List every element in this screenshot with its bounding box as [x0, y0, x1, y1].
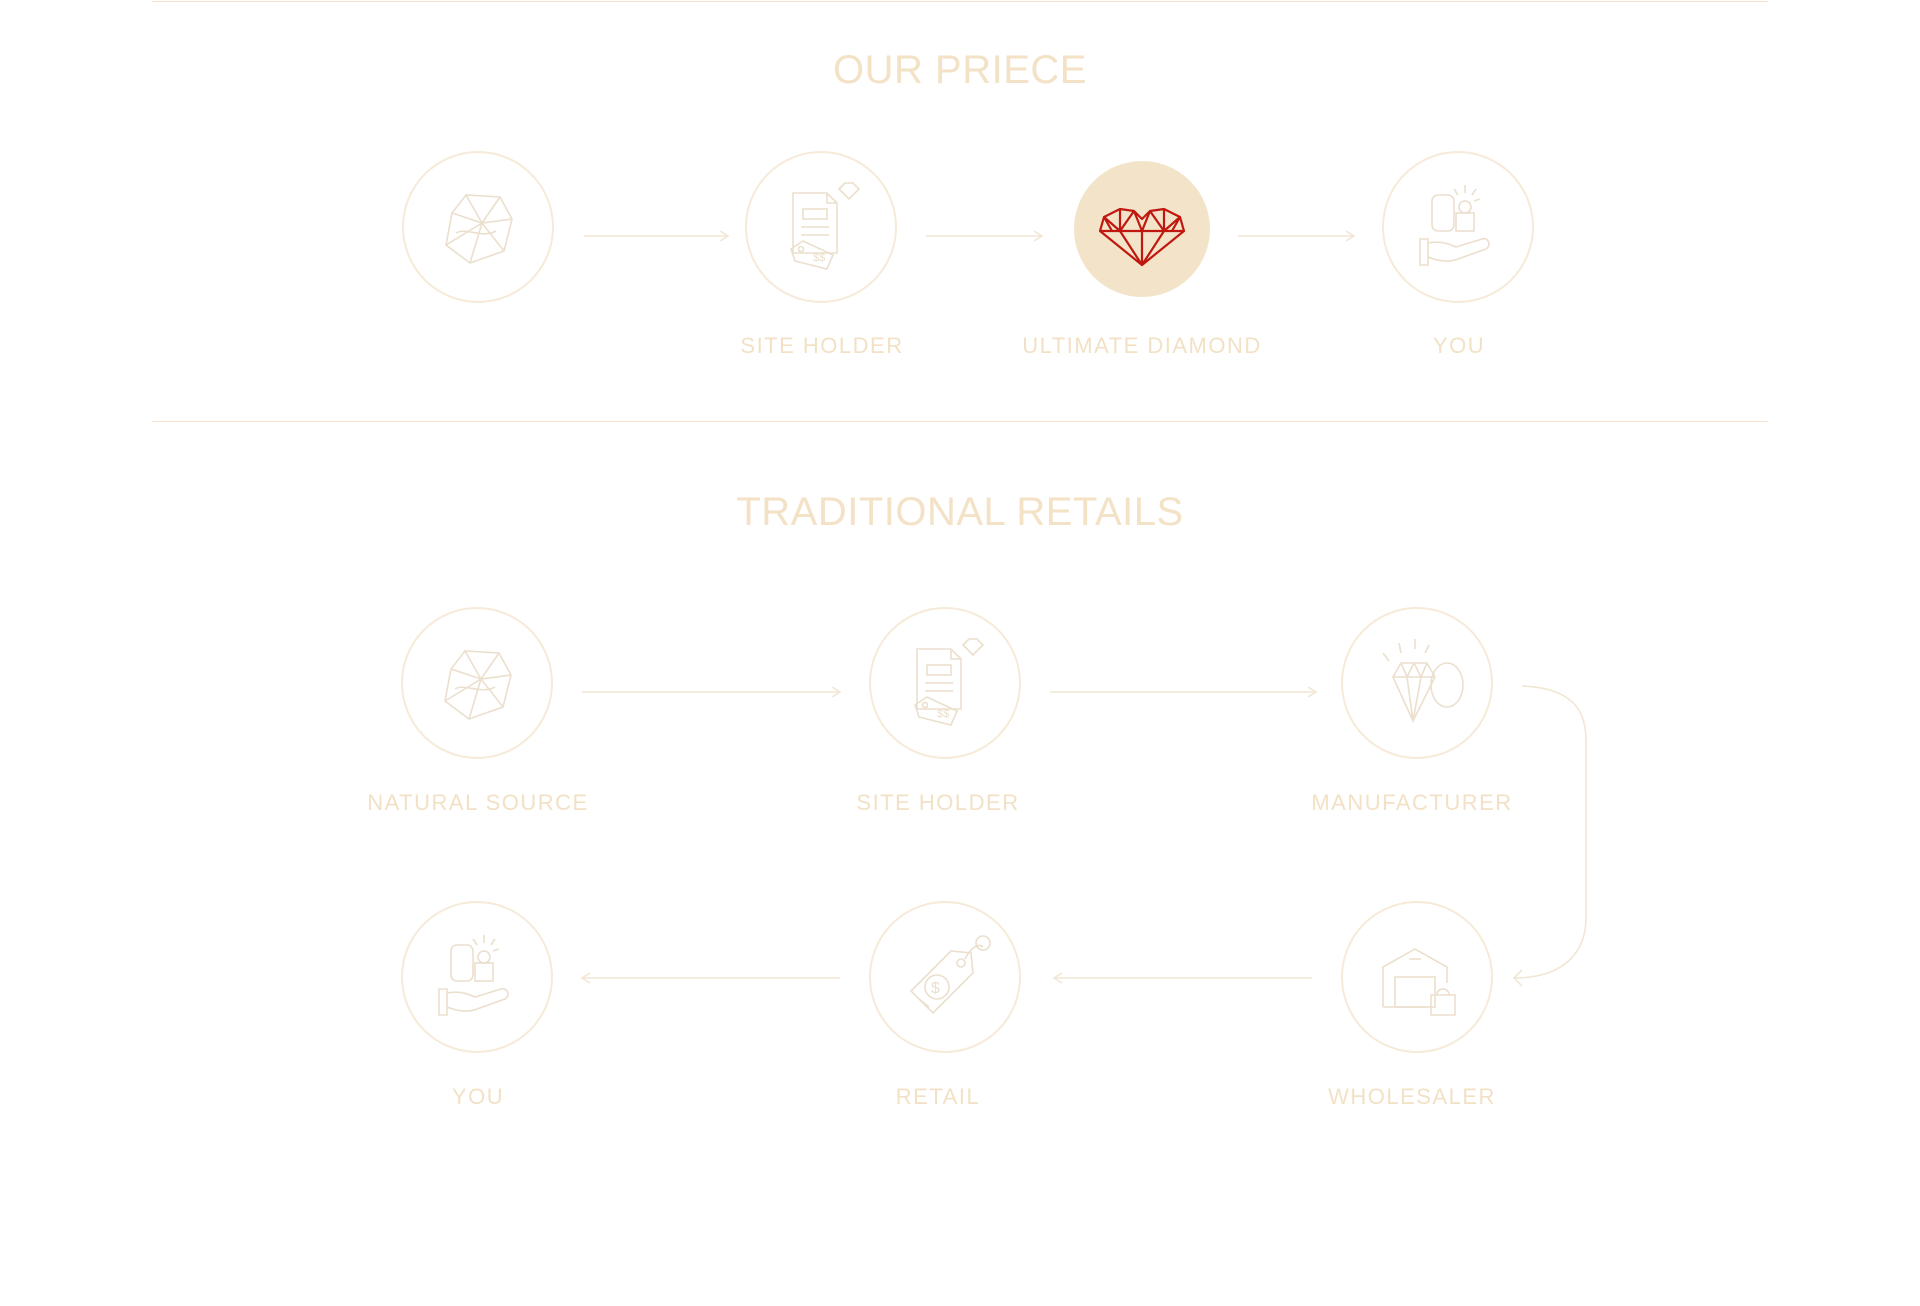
- heart-diamond-icon: [1098, 207, 1186, 267]
- traditional-label-you: YOU: [451, 1084, 505, 1109]
- traditional-arrow-4: [1052, 972, 1312, 984]
- traditional-step-you: [401, 901, 553, 1053]
- our-price-label-ultimate-diamond: ULTIMATE DIAMOND: [1022, 333, 1262, 358]
- top-divider: [152, 1, 1768, 2]
- traditional-step-site-holder: $$: [869, 607, 1021, 759]
- traditional-step-wholesaler: [1341, 901, 1493, 1053]
- rough-diamond-icon: [445, 194, 513, 264]
- hand-ring-icon: [438, 935, 509, 1016]
- traditional-arrow-down: [1512, 685, 1587, 987]
- traditional-label-site-holder: SITE HOLDER: [856, 790, 1020, 815]
- traditional-title: TRADITIONAL RETAILS: [736, 490, 1184, 534]
- rough-diamond-icon: [444, 650, 512, 720]
- certificate-price-tag-icon: $$: [914, 638, 985, 726]
- certificate-price-tag-icon: $$: [790, 182, 861, 270]
- our-price-arrow-2: [926, 230, 1044, 242]
- middle-divider: [152, 421, 1768, 422]
- traditional-arrow-5: [580, 972, 840, 984]
- svg-text:$$: $$: [813, 252, 825, 264]
- traditional-label-wholesaler: WHOLESALER: [1328, 1084, 1496, 1109]
- traditional-label-retail: RETAIL: [895, 1084, 981, 1109]
- svg-text:$: $: [931, 980, 940, 997]
- our-price-arrow-1: [584, 230, 730, 242]
- our-price-step-ultimate-diamond: [1074, 161, 1210, 297]
- traditional-step-natural-source: [401, 607, 553, 759]
- our-price-step-natural-source: [402, 151, 554, 303]
- cut-diamond-icon: [1382, 639, 1464, 723]
- traditional-arrow-1: [582, 686, 842, 698]
- traditional-label-manufacturer: MANUFACTURER: [1311, 790, 1513, 815]
- traditional-arrow-2: [1050, 686, 1318, 698]
- our-price-arrow-3: [1238, 230, 1356, 242]
- traditional-label-natural-source: NATURAL SOURCE: [367, 790, 589, 815]
- warehouse-icon: [1382, 948, 1456, 1016]
- our-price-step-you: [1382, 151, 1534, 303]
- svg-text:$$: $$: [937, 708, 949, 720]
- our-price-label-you: YOU: [1432, 333, 1486, 358]
- our-price-title: OUR PRIECE: [833, 48, 1087, 92]
- price-tag-icon: $: [909, 935, 991, 1015]
- traditional-step-retail: $: [869, 901, 1021, 1053]
- hand-ring-icon: [1419, 185, 1490, 266]
- traditional-step-manufacturer: [1341, 607, 1493, 759]
- our-price-step-site-holder: $$: [745, 151, 897, 303]
- our-price-label-site-holder: SITE HOLDER: [740, 333, 904, 358]
